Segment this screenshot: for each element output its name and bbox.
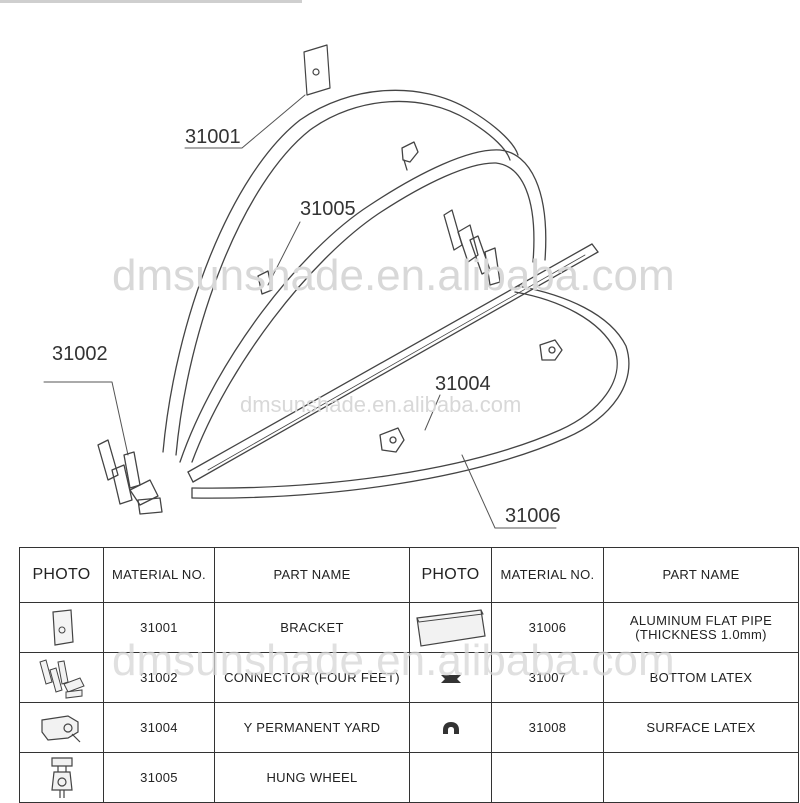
y-yard-part-1 <box>539 339 563 361</box>
middle-arch-frame <box>179 149 547 463</box>
callout-31006: 31006 <box>505 505 561 527</box>
part-name-line-2: (THICKNESS 1.0mm) <box>635 626 767 642</box>
callout-31002: 31002 <box>52 343 108 365</box>
leader-lines <box>43 94 557 529</box>
material-no: 31001 <box>103 602 215 653</box>
part-name-line-1: ALUMINUM FLAT PIPE <box>629 612 773 628</box>
header-part-right: PART NAME <box>603 547 799 603</box>
straight-rail <box>187 243 599 483</box>
header-photo-right: PHOTO <box>409 547 492 603</box>
empty-material-cell <box>491 752 604 803</box>
part-name: HUNG WHEEL <box>214 752 410 803</box>
connector-icon <box>19 652 104 703</box>
callout-31001: 31001 <box>185 126 241 148</box>
material-no: 31002 <box>103 652 215 703</box>
hung-wheel-part <box>401 141 419 171</box>
header-part-left: PART NAME <box>214 547 410 603</box>
empty-part-cell <box>603 752 799 803</box>
table-row: 31001 BRACKET 31006 ALUMINUM FLAT PIPE (… <box>19 602 799 653</box>
parts-table: PHOTO MATERIAL NO. PART NAME PHOTO MATER… <box>19 547 799 803</box>
material-no: 31006 <box>491 602 604 653</box>
header-material-left: MATERIAL NO. <box>103 547 215 603</box>
bottom-fan-frame <box>191 285 630 499</box>
material-no: 31008 <box>491 702 604 753</box>
header-photo-left: PHOTO <box>19 547 104 603</box>
table-row: 31002 CONNECTOR (FOUR FEET) 31007 BOTTOM… <box>19 652 799 703</box>
outer-arch-frame <box>162 89 519 456</box>
material-no: 31004 <box>103 702 215 753</box>
callout-31004: 31004 <box>435 373 491 395</box>
y-yard-icon <box>19 702 104 753</box>
surface-latex-icon <box>409 702 492 753</box>
watermark-small: dmsunshade.en.alibaba.com <box>240 392 521 417</box>
part-name: SURFACE LATEX <box>603 702 799 753</box>
clip-part <box>257 270 273 295</box>
part-name: BRACKET <box>214 602 410 653</box>
empty-photo-cell <box>409 752 492 803</box>
y-yard-part-2 <box>379 427 405 453</box>
callout-31005: 31005 <box>300 198 356 220</box>
part-name: CONNECTOR (FOUR FEET) <box>214 652 410 703</box>
material-no: 31005 <box>103 752 215 803</box>
exploded-diagram: 31001 31005 31002 31004 31006 dmsunshade… <box>43 44 675 529</box>
top-connector-part <box>443 209 501 286</box>
hung-wheel-icon <box>19 752 104 803</box>
flat-pipe-icon <box>409 602 492 653</box>
top-edge-strip <box>0 0 302 3</box>
part-name-aluminum-flat-pipe: ALUMINUM FLAT PIPE (THICKNESS 1.0mm) <box>603 602 799 653</box>
table-row: 31004 Y PERMANENT YARD 31008 SURFACE LAT… <box>19 702 799 753</box>
part-name: Y PERMANENT YARD <box>214 702 410 753</box>
bracket-part <box>303 44 331 96</box>
part-name: BOTTOM LATEX <box>603 652 799 703</box>
bracket-icon <box>19 602 104 653</box>
bottom-latex-icon <box>409 652 492 703</box>
material-no: 31007 <box>491 652 604 703</box>
table-header-row: PHOTO MATERIAL NO. PART NAME PHOTO MATER… <box>19 547 799 603</box>
header-material-right: MATERIAL NO. <box>491 547 604 603</box>
watermark-main: dmsunshade.en.alibaba.com <box>112 251 675 300</box>
table-row: 31005 HUNG WHEEL <box>19 752 799 803</box>
connector-assembly-part <box>97 439 163 515</box>
